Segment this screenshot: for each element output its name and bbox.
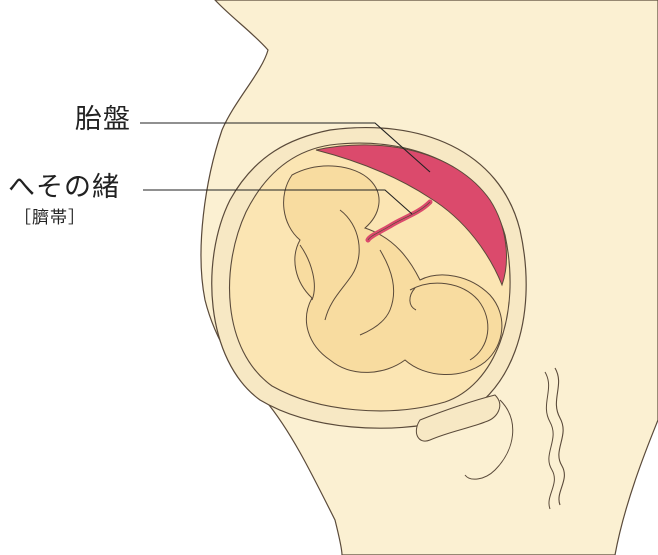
placenta-label: 胎盤: [75, 106, 131, 133]
umbilical-cord-kanji-label: ［臍帯］: [14, 210, 86, 227]
umbilical-cord-label: へその緒: [8, 174, 120, 201]
